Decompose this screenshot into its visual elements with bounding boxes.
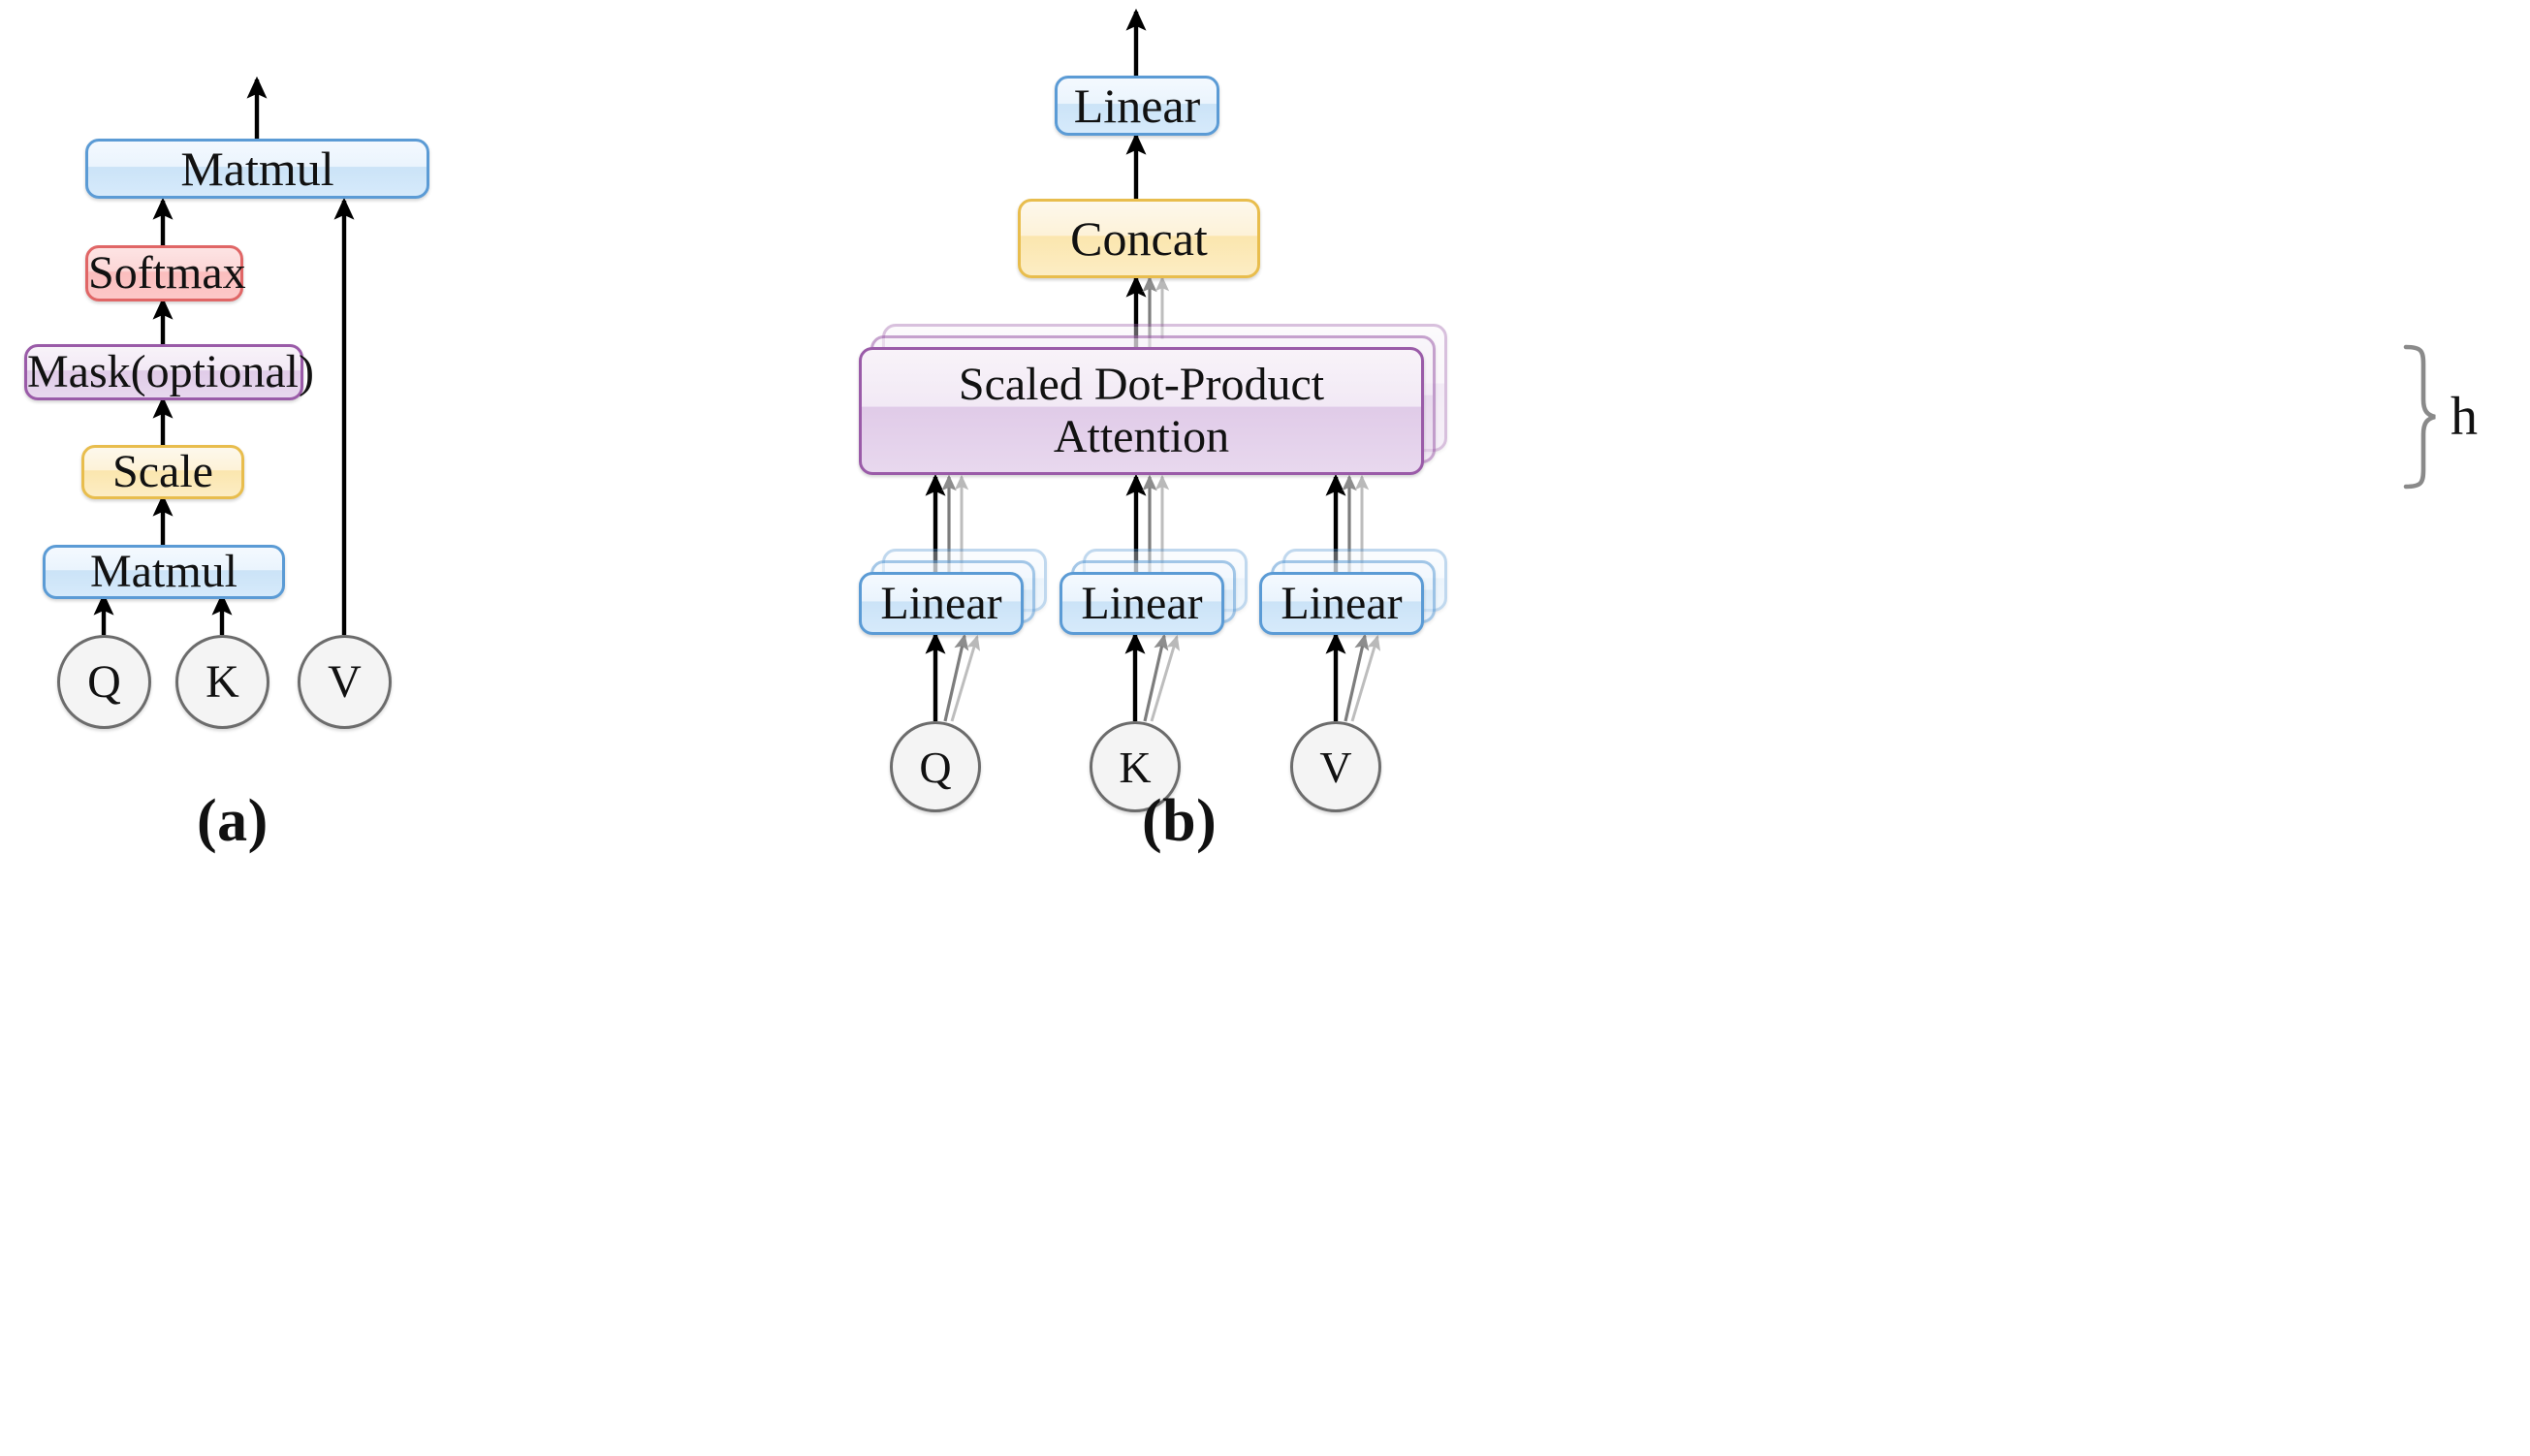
panel-b-caption: (b)	[1142, 788, 1218, 854]
node-linear-output[interactable]: Linear	[1055, 76, 1219, 136]
input-node-q[interactable]: Q	[57, 635, 151, 729]
input-node-v[interactable]: V	[298, 635, 392, 729]
node-linear-q-stack[interactable]: Linear	[859, 549, 1047, 635]
node-label: Matmul	[180, 142, 334, 196]
input-label: K	[1119, 742, 1152, 792]
node-label: Linear	[1081, 577, 1203, 629]
node-matmul-bottom[interactable]: Matmul	[43, 545, 285, 599]
head-count-brace	[2403, 344, 2436, 490]
node-label: Softmax	[88, 247, 246, 300]
node-label: Linear	[880, 577, 1002, 629]
panel-b-input-arrows	[925, 631, 1381, 722]
node-label: Scale	[112, 446, 213, 498]
node-matmul-top[interactable]: Matmul	[85, 139, 429, 199]
input-node-k[interactable]: K	[175, 635, 269, 729]
node-label: Linear	[1281, 577, 1403, 629]
node-scaled-dot-product-attention-stack[interactable]: Scaled Dot-Product Attention	[859, 324, 1447, 475]
input-label: Q	[919, 742, 952, 792]
linear-k-stack-layer-1[interactable]: Linear	[1059, 572, 1224, 635]
input-node-k[interactable]: K	[1090, 721, 1181, 812]
linear-v-stack-layer-1[interactable]: Linear	[1259, 572, 1424, 635]
node-softmax[interactable]: Softmax	[85, 245, 246, 301]
input-label: Q	[87, 656, 121, 708]
input-node-v[interactable]: V	[1290, 721, 1381, 812]
node-label: Matmul	[90, 546, 237, 598]
attention-stack-layer-1[interactable]: Scaled Dot-Product Attention	[859, 347, 1424, 475]
node-label: Linear	[1073, 79, 1201, 133]
input-label: K	[206, 656, 239, 708]
node-linear-k-stack[interactable]: Linear	[1059, 549, 1248, 635]
node-label: Mask(optional)	[27, 346, 314, 398]
node-mask-optional[interactable]: Mask(optional)	[24, 344, 314, 400]
node-concat[interactable]: Concat	[1018, 199, 1260, 278]
node-label: Scaled Dot-Product Attention	[958, 359, 1325, 462]
input-node-q[interactable]: Q	[890, 721, 981, 812]
node-label: Concat	[1070, 211, 1208, 266]
node-scale[interactable]: Scale	[81, 445, 244, 499]
head-count-label: h	[2451, 387, 2478, 447]
input-label: V	[1319, 742, 1352, 792]
node-linear-v-stack[interactable]: Linear	[1259, 549, 1447, 635]
panel-a-caption: (a)	[197, 788, 269, 854]
input-label: V	[328, 656, 362, 708]
linear-q-stack-layer-1[interactable]: Linear	[859, 572, 1024, 635]
